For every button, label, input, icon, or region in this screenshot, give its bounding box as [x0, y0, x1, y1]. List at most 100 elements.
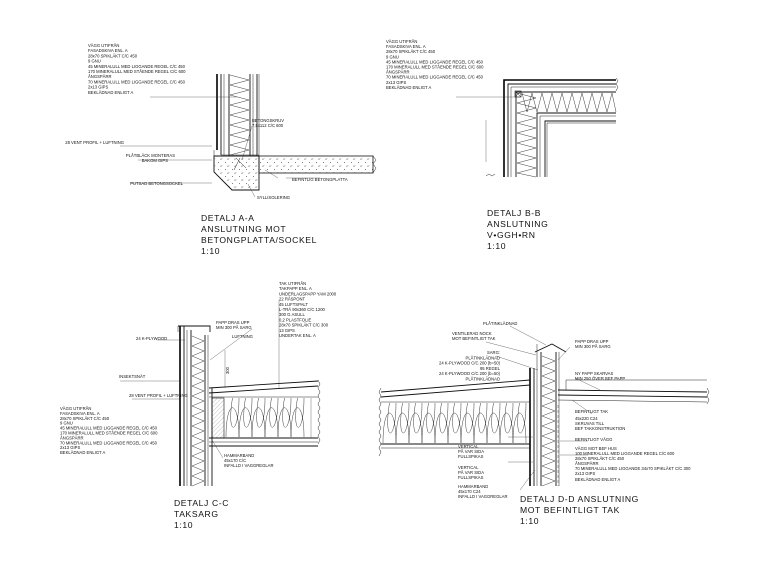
- detail-a-title-line: DETALJ A-A: [201, 213, 255, 223]
- detail-b-title: DETALJ B-B ANSLUTNING V•GGH•RN 1:10: [487, 208, 548, 251]
- detail-c: 300: [120, 300, 321, 487]
- detail-c-wall-layer-label: 170 MINERALULL MED STÅENDE REGEL C/C 600: [60, 431, 158, 436]
- detail-b-layer-label: 2x13 GIPS: [386, 80, 406, 85]
- detail-c-wall-layer-label: 45 MINERALULL MED LIGGANDE REGEL C/C 450: [60, 426, 158, 431]
- detail-c-title-line: DETALJ C-C: [174, 498, 229, 508]
- detail-d-right-label: SKRUVAS TILL: [575, 421, 605, 426]
- detail-c-note: LUFTNING: [232, 334, 253, 339]
- detail-c-title-line: TAKSARG: [174, 509, 219, 519]
- detail-d-title-line: DETALJ D-D ANSLUTNING: [520, 494, 639, 504]
- detail-d-right-label: PAPP DRAS UPP: [575, 339, 609, 344]
- detail-a-layer-label: 170 MINERALULL MED STÅENDE REGEL C/C 600: [88, 69, 186, 74]
- detail-c-note: MIN 300 PÅ SARG: [216, 325, 252, 330]
- detail-d-right-label: MIN 250 ÖVER BEF PAPP: [575, 376, 625, 381]
- detail-d-right-label: 45x220 C24: [575, 416, 598, 421]
- detail-b-layer-label: 70 MINERALULL MED LIGGANDE REGEL C/C 450: [386, 75, 484, 80]
- detail-a-layer-label: 45 MINERALULL MED LIGGANDE REGEL C/C 450: [88, 64, 186, 69]
- detail-c-wall-layer-label: BEKLÄDNAD ENLIGT A: [60, 450, 106, 455]
- detail-c-wall-layer-label: VÄGG UTIFRÅN: [60, 406, 91, 411]
- detail-c-scale: 1:10: [174, 520, 193, 530]
- detail-a-layer-label: VÄGG UTIFRÅN: [88, 43, 119, 48]
- detail-d-right-label: BEF TAKKONSTRUKTION: [575, 426, 625, 431]
- detail-c-wall-layer-label: FASADSKIVA ENL. A: [60, 411, 100, 416]
- detail-a-layer-label: ÅNGSPÄRR: [88, 74, 112, 79]
- detail-a-note: PLÅTBLÄCK MONTERAS: [126, 153, 175, 158]
- detail-c-dimension: 300: [225, 366, 230, 374]
- detail-c-wall-layer-label: 28x70 SPIKLÄKT C/C 450: [60, 416, 110, 421]
- detail-c-note: 28 VENT PROFIL + LUFTNING: [129, 393, 188, 398]
- detail-c-roof-layer-label: TAKPAPP ENL. A: [279, 286, 312, 291]
- detail-c-wall-layer-label: 70 MINERALULL MED LIGGANDE REGEL C/C 450: [60, 440, 158, 445]
- detail-d-sarg-label: PLÅTINKLÄDNAD: [466, 377, 500, 382]
- detail-d-right-label: NY PAPP SKARVAS: [575, 371, 613, 376]
- detail-c-note: INFALLD I VAGGREGLAR: [224, 463, 274, 468]
- detail-c-wall-layer-label: ÅNGSPÄRR: [60, 435, 84, 440]
- detail-c-roof-layer-label: 300 G.ASULL: [279, 312, 306, 317]
- detail-d-right-label: 2x13 GIPS: [575, 471, 595, 476]
- detail-b-layer-label: 170 MINERALULL MED STÅENDE REGEL C/C 600: [386, 65, 484, 70]
- detail-c-note: 24 K-PLYWOOD: [136, 336, 167, 341]
- detail-d-note: PLÅTINKLÄDNAD: [483, 321, 517, 326]
- detail-a-layer-label: FASADSKIVA ENL. A: [88, 48, 128, 53]
- detail-a-layer-label: BEKLÄDNAD ENLIGT A: [88, 90, 134, 95]
- detail-c-wall-layer-label: 2x13 GIPS: [60, 445, 80, 450]
- detail-c-roof-layer-label: 45 LUFTSPALT: [279, 302, 308, 307]
- detail-a-note: BAKOM GIPS: [142, 158, 169, 163]
- detail-c-note: PAPP DRAS UPP: [216, 320, 250, 325]
- detail-a-layer-label: 70 MINERALULL MED LIGGANDE REGEL C/C 450: [88, 79, 186, 84]
- detail-d-scale: 1:10: [520, 516, 539, 526]
- detail-b-title-line: ANSLUTNING: [487, 219, 548, 229]
- detail-d-left-label: PÅ VAR SIDA: [458, 470, 484, 475]
- detail-a-layer-label: 28x70 SPIKLÄKT C/C 450: [88, 53, 138, 58]
- detail-b-scale: 1:10: [487, 241, 506, 251]
- detail-d-sarg-label: 24 K-PLYWOOD C/C 200 (b=50): [439, 361, 501, 366]
- detail-c-note: INSEKTSNÄT: [119, 374, 146, 379]
- detail-c-roof-layer-label: L-TRÄ 90x360 C/C 1200: [279, 307, 326, 312]
- detail-d-sarg-label: 95 REGEL: [480, 366, 501, 371]
- detail-d-right-label: BEFINTLIGT TAK: [575, 409, 608, 414]
- detail-d-left-label: 45x170 C24: [458, 489, 481, 494]
- detail-a-note: BETONGSKRUV: [252, 118, 284, 123]
- detail-a-layer-label: 9 GNU: [88, 59, 101, 64]
- detail-a-note: PUTSAD BETONGSOCKEL: [130, 181, 183, 186]
- detail-d-right-label: BEFINTLIGT VÄGG: [575, 437, 612, 442]
- detail-b-layer-label: BEKLÄDNAD ENLIGT A: [386, 85, 432, 90]
- detail-d-right-label: BEKLÄDNAD ENLIGT A: [575, 477, 621, 482]
- detail-b-layer-label: ÅNGSPÄRR: [386, 70, 410, 75]
- detail-a-scale: 1:10: [201, 246, 220, 256]
- detail-b-title-line: DETALJ B-B: [487, 208, 541, 218]
- detail-a: [120, 74, 377, 198]
- detail-a-leaders: [120, 96, 320, 198]
- detail-d-left-label: PÅ VAR SIDA: [458, 449, 484, 454]
- detail-d-sarg-label: 24 K-PLYWOOD C/C 200 (b=50): [439, 371, 501, 376]
- detail-d-right-label: VÄGG MOT BEF HUS: [575, 446, 617, 451]
- detail-c-title: DETALJ C-C TAKSARG 1:10: [174, 498, 229, 530]
- detail-a-concrete-slab: [213, 150, 377, 191]
- detail-b-layer-label: 28x70 SPIKLÄKT C/C 450: [386, 49, 436, 54]
- detail-d-left-label: FULLSPIKAS: [458, 454, 484, 459]
- detail-d: [378, 325, 710, 491]
- detail-a-note: 7,5x112 C/C 600: [252, 123, 284, 128]
- detail-d-left-label: INFALLD I VAGGREGLAR: [458, 494, 508, 499]
- detail-d-note: MOT BEFINTLIGT TAK: [452, 336, 496, 341]
- detail-a-title: DETALJ A-A ANSLUTNING MOT BETONGPLATTA/S…: [201, 213, 316, 256]
- detail-d-left-label: VERTICAL: [458, 465, 479, 470]
- detail-b-layer-label: VÄGG UTIFRÅN: [386, 39, 417, 44]
- detail-a-note: BEFINTLIG BETONGPLATTA: [292, 177, 348, 182]
- detail-a-layer-label: 2x13 GIPS: [88, 85, 108, 90]
- detail-b-layer-label: FASADSKIVA ENL. A: [386, 44, 426, 49]
- detail-a-title-line: ANSLUTNING MOT: [201, 224, 286, 234]
- detail-d-left-label: VERTICAL: [458, 444, 479, 449]
- detail-d-note: VENTILERAD NOCK: [452, 331, 492, 336]
- detail-d-title-line: MOT BEFINTLIGT TAK: [520, 505, 620, 515]
- detail-d-right-label: 28x70 SPIKLÄKT C/C 450: [575, 456, 625, 461]
- detail-d-sarg-label: SARG:: [487, 350, 500, 355]
- detail-c-roof-layer-label: TAK UTIFRÅN: [279, 281, 306, 286]
- detail-b: [456, 77, 619, 178]
- detail-a-note: SYLLISOLERING: [257, 195, 290, 200]
- detail-c-roof-layer-label: 0,2 PLASTFOLIE: [279, 317, 312, 322]
- detail-d-left-label: HAMMARBAND: [458, 484, 488, 489]
